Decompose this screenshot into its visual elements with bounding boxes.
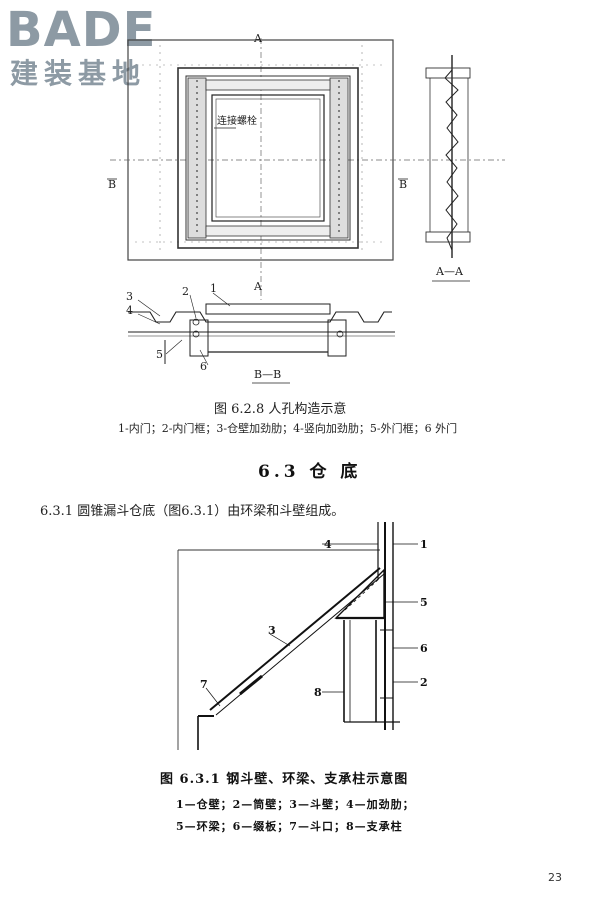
section-heading: 6.3 仓 底 [258,462,362,482]
section-paragraph: 6.3.1 圆锥漏斗仓底（图6.3.1）由环梁和斗壁组成。 [40,504,345,519]
label-a-mid: A [253,280,263,293]
callout-5: 5 [420,596,428,609]
label-b-right: B [399,178,407,191]
manhole-drawing: 连接螺栓 A A B B A—A 3 4 2 1 5 6 B—B [107,32,505,384]
section-bb-label: B—B [254,368,281,381]
logo-subtitle: 建装基地 [10,57,147,90]
label-a-top: A [253,32,263,45]
callout-3: 3 [126,290,133,303]
figure-631-legend-line2: 5—环梁；6—缀板；7—斗口；8—支承柱 [176,820,403,833]
callout-1: 1 [420,538,428,551]
callout-2: 2 [182,285,189,298]
callout-4: 4 [126,304,133,317]
callout-3: 3 [268,624,276,637]
page-number: 23 [548,871,562,884]
callout-1: 1 [210,282,217,295]
figure-631-caption: 图 6.3.1 钢斗壁、环梁、支承柱示意图 [160,772,409,787]
figure-631-legend-line1: 1—仓壁；2—筒壁；3—斗壁；4—加劲肋； [176,798,415,811]
section-aa-label: A—A [435,265,464,278]
bolt-annotation: 连接螺栓 [217,114,257,127]
figure-628-legend: 1-内门；2-内门框；3-仓壁加劲肋；4-竖向加劲肋；5-外门框；6 外门 [118,422,458,435]
callout-7: 7 [200,678,208,691]
label-b-left: B [108,178,116,191]
figure-628-caption: 图 6.2.8 人孔构造示意 [214,402,347,417]
logo-wordmark: BADE [6,2,157,58]
callout-6: 6 [200,360,207,373]
callout-2: 2 [420,676,428,689]
callout-6: 6 [420,642,428,655]
hopper-drawing: 1 2 3 4 5 6 7 8 [177,522,428,750]
callout-4: 4 [324,538,332,551]
callout-8: 8 [314,686,322,699]
callout-5: 5 [156,348,163,361]
